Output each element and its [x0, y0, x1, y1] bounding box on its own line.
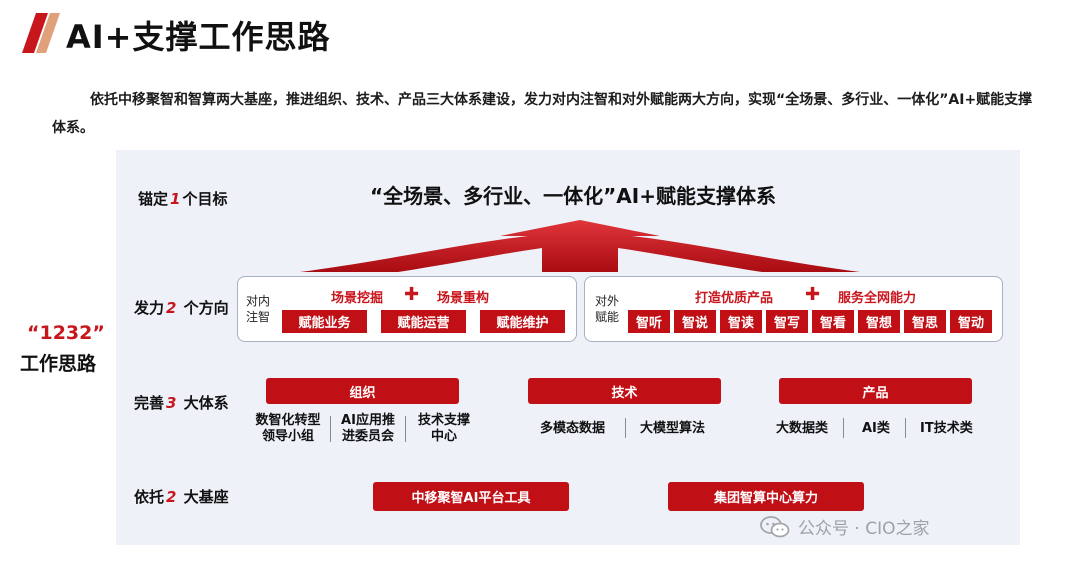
diagram-panel — [116, 150, 1020, 545]
tech-item-multimodal-data: 多模态数据 — [540, 421, 606, 436]
system-organization: 组织 — [266, 378, 459, 404]
tag-zhi-si: 智思 — [904, 310, 946, 333]
tag-zhi-du: 智读 — [720, 310, 762, 333]
tech-item-llm-algorithm: 大模型算法 — [640, 421, 706, 436]
separator — [843, 418, 844, 438]
system-product: 产品 — [779, 378, 972, 404]
direction-box-internal: 对内 注智 场景挖掘 ✚ 场景重构 赋能业务 赋能运营 赋能维护 — [237, 276, 577, 342]
org-item-tech-center: 技术支撑中心 — [417, 413, 470, 444]
plus-icon: ✚ — [404, 284, 420, 305]
wechat-icon — [760, 515, 790, 537]
header-network-capability: 服务全网能力 — [838, 291, 917, 306]
base-ai-platform: 中移聚智AI平台工具 — [373, 482, 569, 511]
base-computing-center: 集团智算中心算力 — [668, 482, 864, 511]
plus-icon: ✚ — [805, 284, 821, 305]
goal-text: “全场景、多行业、一体化”AI+赋能支撑体系 — [370, 184, 776, 208]
product-item-ai: AI类 — [862, 421, 890, 436]
tag-empower-maintenance: 赋能维护 — [480, 310, 565, 333]
tag-zhi-xiang: 智想 — [858, 310, 900, 333]
intro-paragraph: 依托中移聚智和智算两大基座，推进组织、技术、产品三大体系建设，发力对内注智和对外… — [52, 92, 1033, 136]
separator — [330, 416, 331, 442]
tag-zhi-kan: 智看 — [812, 310, 854, 333]
product-item-bigdata: 大数据类 — [776, 421, 829, 436]
tag-zhi-shuo: 智说 — [674, 310, 716, 333]
system-technology: 技术 — [528, 378, 721, 404]
page-title: AI+支撑工作思路 — [66, 18, 331, 56]
separator — [405, 416, 406, 442]
logo-stripes-icon — [22, 13, 60, 53]
external-label: 对外 赋能 — [595, 294, 620, 324]
tag-empower-operation: 赋能运营 — [381, 310, 466, 333]
org-item-ai-committee: AI应用推进委员会 — [341, 413, 395, 444]
watermark: 公众号 · CIO之家 — [760, 514, 929, 539]
tag-empower-business: 赋能业务 — [282, 310, 367, 333]
direction-box-external: 对外 赋能 打造优质产品 ✚ 服务全网能力 智听 智说 智读 智写 智看 智想 … — [584, 276, 1003, 342]
header-scene-mining: 场景挖掘 — [331, 291, 384, 306]
separator — [905, 418, 906, 438]
separator — [625, 418, 626, 438]
tag-zhi-ting: 智听 — [628, 310, 670, 333]
tag-zhi-xie: 智写 — [766, 310, 808, 333]
side-quote: “1232” — [27, 322, 105, 344]
up-arrow-icon — [300, 220, 860, 272]
tag-zhi-dong: 智动 — [950, 310, 992, 333]
org-item-transformation-group: 数智化转型领导小组 — [255, 413, 321, 444]
product-item-it: IT技术类 — [920, 421, 973, 436]
header-quality-product: 打造优质产品 — [695, 291, 774, 306]
watermark-text: 公众号 · CIO之家 — [798, 519, 930, 539]
header-scene-rebuild: 场景重构 — [437, 291, 490, 306]
internal-label: 对内 注智 — [246, 294, 271, 324]
side-label: 工作思路 — [20, 353, 97, 375]
